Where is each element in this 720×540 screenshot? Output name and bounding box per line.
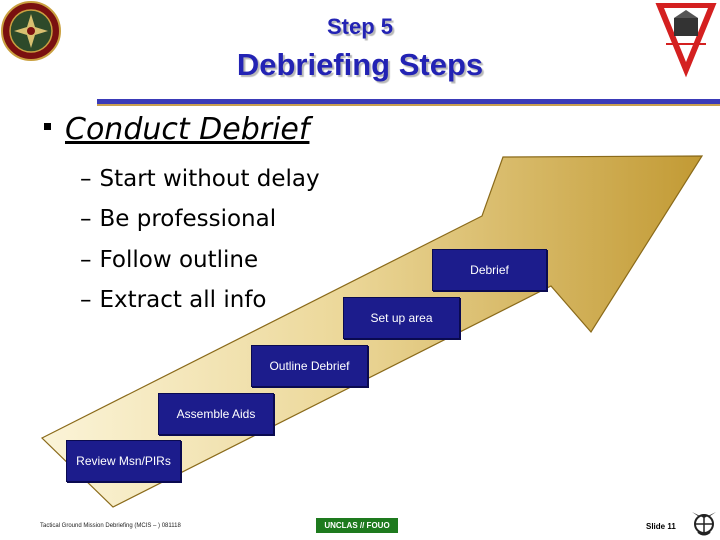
sub-bullet-3: –Follow outline <box>80 247 259 273</box>
step-assemble-aids: Assemble Aids <box>158 393 274 435</box>
marine-corps-seal-icon <box>1 1 61 61</box>
bullet-main-text: Conduct Debrief <box>65 112 310 147</box>
slide-title: Debriefing Steps <box>236 47 484 82</box>
sub-bullet-1: –Start without delay <box>80 166 320 192</box>
step-review-msn-pirs: Review Msn/PIRs <box>66 440 181 482</box>
footer-course-title: Tactical Ground Mission Debriefing (MCIS… <box>40 523 181 529</box>
step-outline-debrief: Outline Debrief <box>251 345 368 387</box>
step-debrief: Debrief <box>432 249 547 291</box>
triangle-unit-emblem-icon <box>652 1 720 82</box>
title-divider <box>97 99 720 106</box>
classification-badge: UNCLAS // FOUO <box>316 518 398 533</box>
bullet-square-icon <box>44 123 51 130</box>
bullet-main: Conduct Debrief <box>44 112 309 147</box>
slide-number: Slide 11 <box>646 522 676 531</box>
sub-bullet-2: –Be professional <box>80 206 277 232</box>
slide-subtitle: Step 5 <box>326 14 394 39</box>
step-set-up-area: Set up area <box>343 297 460 339</box>
sub-bullet-4: –Extract all info <box>80 287 267 313</box>
eagle-globe-anchor-icon <box>692 512 716 536</box>
